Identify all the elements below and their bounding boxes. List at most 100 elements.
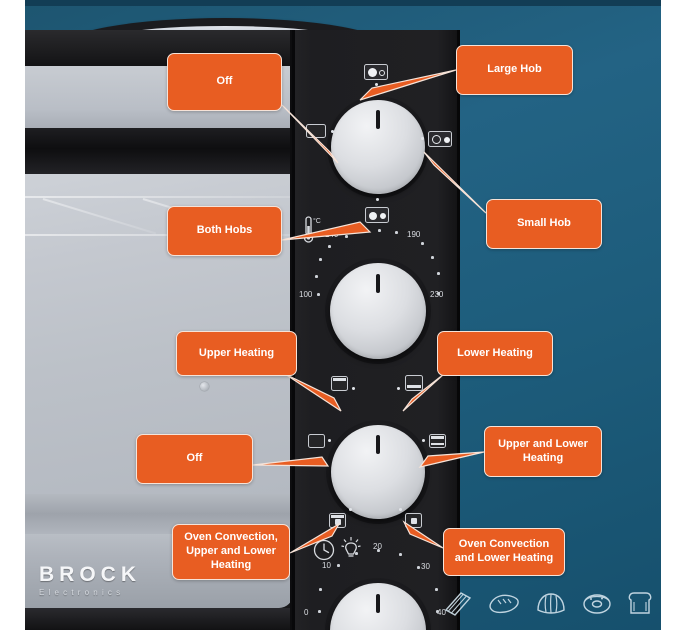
callout-label: Upper Heating xyxy=(198,346,275,359)
lower-heating-dot xyxy=(397,387,400,390)
convection-lower-icon[interactable] xyxy=(405,513,422,528)
timer-tick xyxy=(377,549,380,552)
callout-off-hob[interactable]: Off xyxy=(167,53,282,111)
callout-label: Large Hob xyxy=(487,63,542,76)
callout-label: Both Hobs xyxy=(196,224,253,237)
bread-slice-icon xyxy=(627,589,653,622)
callout-label: Upper and Lower Heating xyxy=(498,437,588,464)
left-margin xyxy=(0,0,25,630)
timer-dial-indicator xyxy=(376,593,380,613)
timer-label-20: 20 xyxy=(373,542,382,551)
hob-knob-indicator xyxy=(376,110,380,130)
both-hobs-dot xyxy=(376,198,379,201)
large-hob-icon[interactable] xyxy=(364,64,388,80)
temp-tick xyxy=(362,230,365,233)
temp-tick xyxy=(345,235,348,238)
callout-off-oven[interactable]: Off xyxy=(136,434,253,484)
conv-upper-lower-dot xyxy=(349,508,352,511)
timer-tick xyxy=(417,566,420,569)
both-hobs-icon[interactable] xyxy=(365,207,389,223)
callout-small-hob[interactable]: Small Hob xyxy=(486,199,602,249)
temperature-dial[interactable] xyxy=(330,263,426,359)
oven-door-band xyxy=(25,128,293,174)
function-off-dot xyxy=(328,439,331,442)
temp-label-140: 140 xyxy=(325,230,339,239)
brand-name: BROCK xyxy=(39,563,141,586)
timer-tick xyxy=(355,552,358,555)
timer-tick xyxy=(337,564,340,567)
hob-selector-knob[interactable] xyxy=(331,100,425,194)
timer-tick xyxy=(318,610,321,613)
oven-rack xyxy=(25,196,293,198)
clock-icon xyxy=(313,538,337,562)
timer-tick xyxy=(399,553,402,556)
svg-text:°C: °C xyxy=(313,217,321,225)
oven-rack xyxy=(25,234,293,236)
callout-label: Oven Convection and Lower Heating xyxy=(454,538,554,564)
right-margin xyxy=(661,0,680,630)
timer-label-40: 40 xyxy=(437,608,446,617)
conv-lower-dot xyxy=(399,508,402,511)
callout-label: Small Hob xyxy=(517,217,571,230)
croissant-icon xyxy=(535,589,567,622)
callout-upper-and-lower-heating[interactable]: Upper and Lower Heating xyxy=(484,426,602,477)
callout-label: Off xyxy=(216,75,233,88)
small-hob-dot xyxy=(421,137,424,140)
temp-tick xyxy=(437,272,440,275)
hob-off-icon[interactable] xyxy=(306,124,326,138)
oven-door-screw xyxy=(200,382,209,391)
temperature-dial-indicator xyxy=(376,273,380,293)
timer-label-0: 0 xyxy=(304,608,309,617)
upper-and-lower-heating-icon[interactable] xyxy=(429,434,446,448)
temp-tick xyxy=(431,256,434,259)
callout-convection-upper-lower[interactable]: Oven Convection, Upper and Lower Heating xyxy=(172,524,290,580)
callout-label: Off xyxy=(186,452,203,465)
function-knob-indicator xyxy=(376,435,380,455)
timer-label-30: 30 xyxy=(421,562,430,571)
callout-lower-heating[interactable]: Lower Heating xyxy=(437,331,553,376)
temp-tick xyxy=(319,258,322,261)
function-off-icon[interactable] xyxy=(308,434,325,448)
temp-tick xyxy=(395,231,398,234)
large-hob-dot xyxy=(375,83,378,86)
oven-function-knob[interactable] xyxy=(331,425,425,519)
temp-tick xyxy=(378,229,381,232)
temp-tick xyxy=(317,293,320,296)
baguette-icon xyxy=(487,589,521,622)
callout-upper-heating[interactable]: Upper Heating xyxy=(176,331,297,376)
upper-heating-icon[interactable] xyxy=(331,376,348,391)
timer-tick xyxy=(436,610,439,613)
timer-tick xyxy=(319,588,322,591)
temp-tick xyxy=(437,292,440,295)
callout-label: Oven Convection, Upper and Lower Heating xyxy=(184,531,278,571)
oven-rack-diagonal xyxy=(42,198,157,235)
convection-upper-lower-icon[interactable] xyxy=(329,513,346,528)
hob-off-dot xyxy=(331,130,334,133)
upper-heating-dot xyxy=(352,387,355,390)
panel-seam xyxy=(292,30,295,630)
temp-tick xyxy=(315,275,318,278)
temp-tick xyxy=(421,242,424,245)
temp-label-100: 100 xyxy=(299,290,313,299)
temp-tick xyxy=(328,245,331,248)
brand-tagline: Electronics xyxy=(39,588,125,597)
callout-both-hobs[interactable]: Both Hobs xyxy=(167,206,282,256)
photo-top-edge xyxy=(25,0,661,6)
thermometer-celsius-icon: °C xyxy=(302,215,326,245)
timer-tick xyxy=(435,588,438,591)
oven-bottom-shadow xyxy=(25,608,293,630)
callout-large-hob[interactable]: Large Hob xyxy=(456,45,573,95)
brand-logo: BROCK Electronics xyxy=(39,564,141,597)
temp-label-190: 190 xyxy=(407,230,421,239)
callout-label: Lower Heating xyxy=(457,346,533,359)
sandwich-icon xyxy=(443,589,473,622)
lower-heating-icon[interactable] xyxy=(405,375,423,391)
lamp-icon xyxy=(340,536,362,562)
callout-convection-lower[interactable]: Oven Convection and Lower Heating xyxy=(443,528,565,576)
food-icon-strip xyxy=(443,589,653,622)
donut-icon xyxy=(581,589,613,622)
upper-lower-dot xyxy=(422,439,425,442)
small-hob-icon[interactable] xyxy=(428,131,452,147)
timer-label-10: 10 xyxy=(322,561,331,570)
